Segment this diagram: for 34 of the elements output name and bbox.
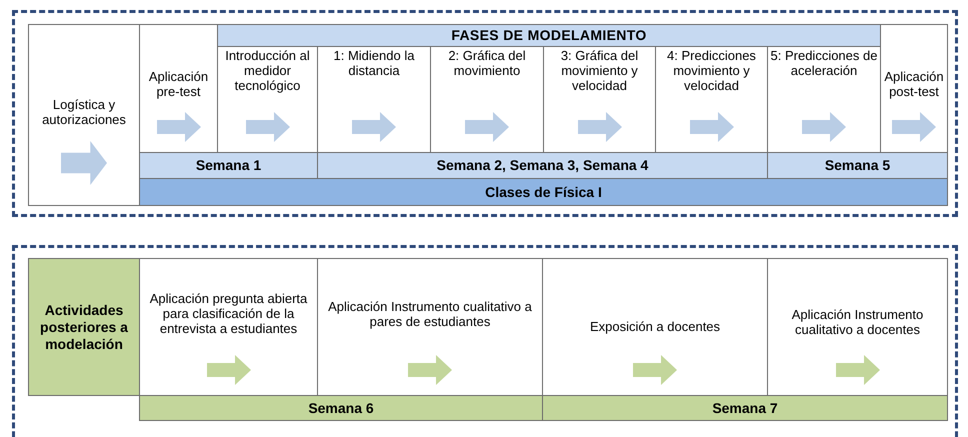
cell-text: Introducción al medidor tecnológico <box>224 48 311 93</box>
table-cell <box>880 24 948 153</box>
cell-text: Exposición a docentes <box>588 319 722 334</box>
cell-text: Aplicación Instrumento cualitativo a pares de estudiantes <box>327 299 533 329</box>
week-band <box>542 395 948 421</box>
week-band <box>317 152 768 179</box>
cell-text: Semana 2, Semana 3, Semana 4 <box>436 156 648 175</box>
title-cell <box>28 258 140 396</box>
cell-text: Aplicación pregunta abierta para clasificación de la entrevista a estudiantes <box>148 291 308 336</box>
cell-text: Actividades posteriores a modelación <box>39 302 129 352</box>
cell-text: Logística y autorizaciones <box>41 97 127 127</box>
cell-text: Aplicación post-test <box>883 69 945 99</box>
cell-text: Clases de Física I <box>485 182 602 202</box>
course-band <box>139 178 948 206</box>
cell-text: 2: Gráfica del movimiento <box>447 48 527 78</box>
cell-text: 1: Midiendo la distancia <box>332 48 416 78</box>
dashed-frame <box>12 10 958 217</box>
cell-text: 4: Predicciones movimiento y velocidad <box>666 48 757 93</box>
table-cell <box>28 24 140 206</box>
week-band <box>139 395 543 421</box>
cell-text: Aplicación pre-test <box>148 69 210 99</box>
cell-text: Aplicación Instrumento cualitativo a docentes <box>790 307 924 337</box>
cell-text: Semana 6 <box>308 398 374 418</box>
cell-text: Semana 7 <box>712 398 778 418</box>
table-cell <box>767 258 948 396</box>
cell-text: Semana 1 <box>196 156 262 175</box>
week-band <box>767 152 948 179</box>
cell-text: Semana 5 <box>824 156 890 175</box>
cell-text: 3: Gráfica del movimiento y velocidad <box>560 48 640 93</box>
cell-text: FASES DE MODELAMIENTO <box>451 26 647 45</box>
header-band <box>217 24 881 47</box>
cell-text: 5: Predicciones de aceleración <box>770 48 878 78</box>
dashed-frame <box>12 245 958 437</box>
week-band <box>139 152 318 179</box>
